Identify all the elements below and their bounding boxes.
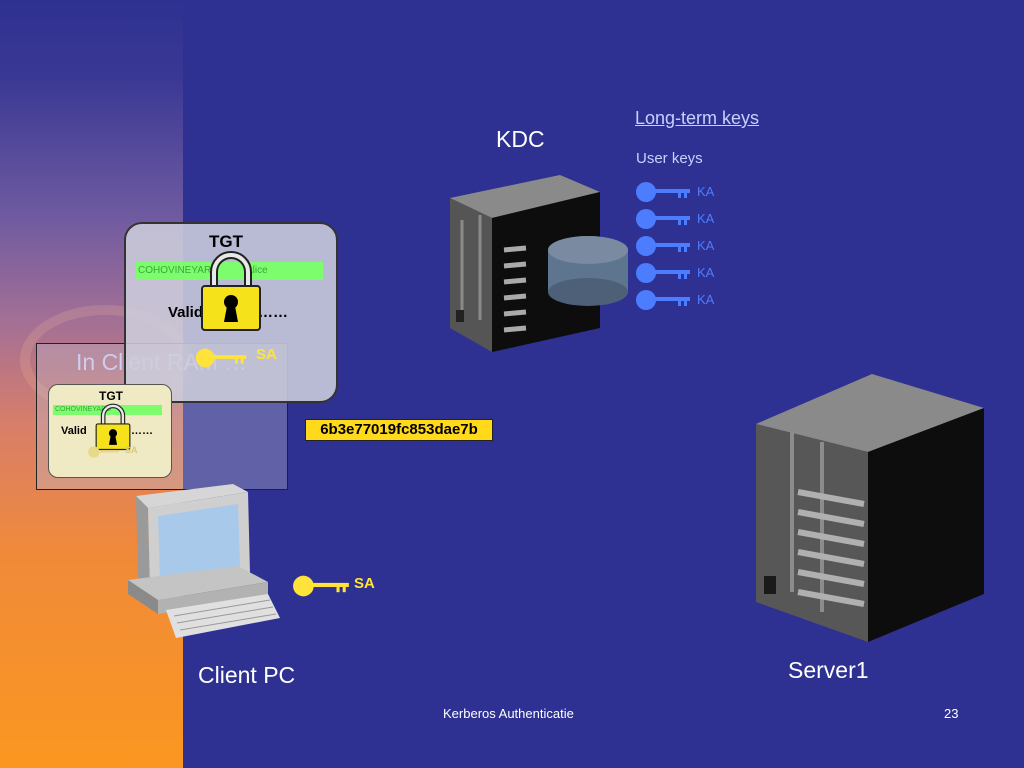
user-key-label: KA bbox=[697, 184, 715, 199]
key-icon bbox=[636, 182, 690, 202]
kdc-label: KDC bbox=[496, 126, 545, 152]
user-key-label: KA bbox=[697, 292, 715, 307]
tgt-title: TGT bbox=[209, 232, 243, 251]
long-term-keys-link[interactable]: Long-term keys bbox=[635, 108, 760, 128]
tgt-small-valid-label: Valid bbox=[61, 425, 87, 437]
tgt-user: Alice bbox=[246, 265, 268, 276]
kdc-server-icon bbox=[450, 175, 628, 352]
server1-label: Server1 bbox=[788, 657, 869, 683]
padlock-icon bbox=[95, 403, 131, 451]
client-session-key-icon bbox=[293, 575, 349, 597]
padlock-icon bbox=[201, 251, 261, 331]
tgt-small-title: TGT bbox=[99, 389, 123, 403]
tgt-small-valid-dots: …… bbox=[131, 425, 153, 437]
footer-text: Kerberos Authenticatie bbox=[443, 706, 574, 721]
tgt-valid-dots: …… bbox=[258, 304, 288, 321]
page-number: 23 bbox=[944, 706, 959, 721]
client-session-key-label: SA bbox=[354, 575, 375, 592]
client-pc-label: Client PC bbox=[198, 662, 296, 688]
server1-icon bbox=[756, 374, 984, 642]
user-key-label: KA bbox=[697, 265, 715, 280]
session-key-hash: 6b3e77019fc853dae7b bbox=[305, 419, 493, 441]
tgt-session-key-label: SA bbox=[256, 346, 277, 363]
key-icon bbox=[636, 290, 690, 310]
session-key-icon bbox=[195, 348, 247, 368]
tgt-principal-bar: COHOVINEYARD Alice bbox=[136, 262, 323, 280]
client-pc-icon bbox=[128, 484, 280, 638]
user-keys-label: User keys bbox=[636, 150, 703, 167]
key-icon bbox=[636, 263, 690, 283]
tgt-realm: COHOVINEYARD bbox=[138, 265, 219, 276]
tgt-card: TGT COHOVINEYARD Alice Valid …… SA bbox=[124, 222, 338, 403]
user-key-label: KA bbox=[697, 238, 715, 253]
tgt-valid-label: Valid bbox=[168, 304, 204, 321]
tgt-card-small: TGT COHOVINEYARD Valid …… SA bbox=[48, 384, 172, 478]
key-icon bbox=[636, 209, 690, 229]
key-icon bbox=[636, 236, 690, 256]
user-key-label: KA bbox=[697, 211, 715, 226]
tgt-small-session-key-label: SA bbox=[125, 445, 138, 455]
tgt-small-realm: COHOVINEYARD bbox=[55, 406, 112, 413]
session-key-icon bbox=[88, 446, 119, 458]
